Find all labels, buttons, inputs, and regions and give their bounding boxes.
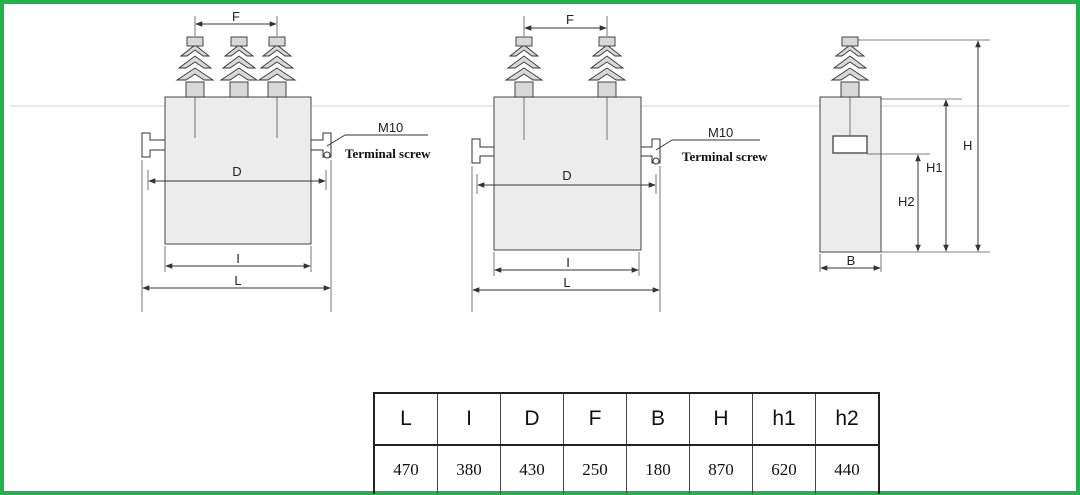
bushing-left <box>504 36 544 140</box>
dim-i-label: I <box>566 255 570 270</box>
table-header-row: L I D F B H h1 h2 <box>373 393 880 446</box>
dim-f-label: F <box>232 9 240 24</box>
callout-m10: M10 <box>708 125 733 140</box>
value-l: 470 <box>373 445 438 494</box>
capacitor-body-side <box>819 96 882 253</box>
capacitor-body <box>493 96 642 251</box>
callout-terminal-screw: Terminal screw <box>682 149 768 164</box>
value-b: 180 <box>626 445 690 494</box>
header-d: D <box>500 393 564 446</box>
view-side: H H1 H2 B <box>819 36 990 272</box>
bushing-middle <box>219 36 259 98</box>
header-b: B <box>626 393 690 446</box>
mounting-bracket-left <box>471 138 494 164</box>
bushing-right <box>257 36 297 138</box>
value-h2: 440 <box>815 445 880 494</box>
value-h1: 620 <box>752 445 816 494</box>
header-h: H <box>689 393 753 446</box>
callout-m10: M10 <box>378 120 403 135</box>
mounting-bracket-side <box>832 135 868 154</box>
dim-d-label: D <box>562 168 571 183</box>
dimension-table: L I D F B H h1 h2 470 380 430 250 180 87… <box>373 392 880 494</box>
header-h2: h2 <box>815 393 880 446</box>
dim-l-label: L <box>563 275 570 290</box>
terminal-screw <box>652 157 660 165</box>
dim-l-label: L <box>234 273 241 288</box>
table-row: 470 380 430 250 180 870 620 440 <box>373 445 880 494</box>
dim-b-label: B <box>847 253 856 268</box>
header-h1: h1 <box>752 393 816 446</box>
mounting-bracket-left <box>141 132 165 158</box>
value-f: 250 <box>563 445 627 494</box>
bushing-right <box>587 36 627 140</box>
mounting-bracket-right <box>641 138 661 164</box>
dim-f-label: F <box>566 12 574 27</box>
header-f: F <box>563 393 627 446</box>
header-l: L <box>373 393 438 446</box>
dim-h1-label: H1 <box>926 160 943 175</box>
view-three-bushing: F M10 Terminal screw D I L <box>141 9 431 312</box>
header-i: I <box>437 393 501 446</box>
value-i: 380 <box>437 445 501 494</box>
view-two-bushing: F M10 Terminal screw D I L <box>471 12 768 312</box>
callout-terminal-screw: Terminal screw <box>345 146 431 161</box>
dim-d-label: D <box>232 164 241 179</box>
mounting-bracket-right <box>311 132 332 158</box>
dim-i-label: I <box>236 251 240 266</box>
terminal-screw <box>323 151 331 159</box>
dim-h-label: H <box>963 138 972 153</box>
capacitor-body <box>164 96 312 245</box>
value-h: 870 <box>689 445 753 494</box>
dim-h2-label: H2 <box>898 194 915 209</box>
bushing-left <box>175 36 215 138</box>
bushing-side <box>830 36 870 98</box>
value-d: 430 <box>500 445 564 494</box>
